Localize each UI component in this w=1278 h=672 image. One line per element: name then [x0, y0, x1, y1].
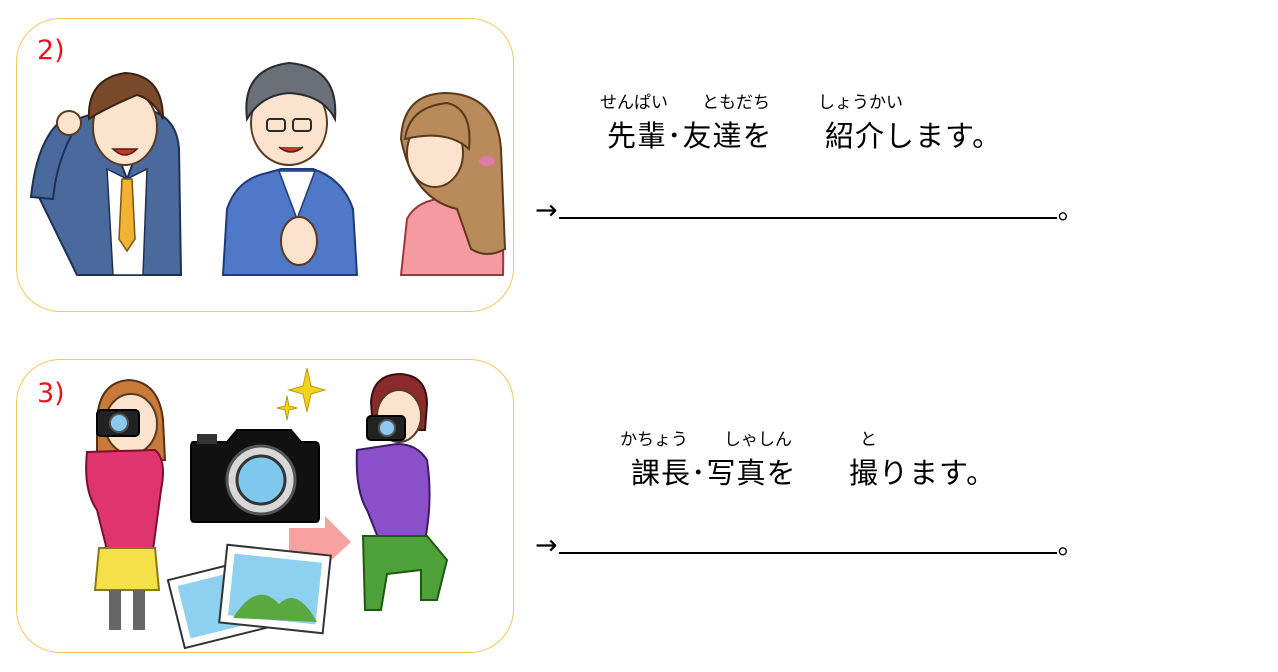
furigana-senpai: せんぱい — [600, 93, 668, 113]
photos-icon — [166, 543, 332, 650]
answer-line-2: →。 — [535, 188, 1085, 227]
illustration-introduce — [29, 61, 507, 276]
furigana-kachou: かちょう — [620, 430, 688, 450]
illustration-photograph — [85, 367, 449, 650]
exercise-card-3: 3) — [16, 359, 514, 653]
sentence-part-2: 撮ります。 — [849, 456, 997, 490]
answer-line-3: →。 — [535, 523, 1085, 562]
exercise-card-2: 2) — [16, 18, 514, 312]
man-scratching-head-icon — [29, 71, 183, 276]
woman-smiling-icon — [399, 91, 507, 276]
man-with-glasses-icon — [221, 61, 359, 276]
sentence-part-1: 先輩･友達を — [607, 119, 773, 153]
camera-icon — [190, 429, 320, 523]
kneeling-photographer-icon — [355, 372, 449, 611]
item-number: 3) — [37, 378, 65, 409]
furigana-shoukai: しょうかい — [818, 93, 903, 113]
period-glyph: 。 — [1057, 530, 1085, 561]
answer-blank[interactable] — [558, 536, 1057, 554]
sentence-part-1: 課長･写真を — [631, 456, 797, 490]
item-number: 2) — [37, 35, 65, 66]
period-glyph: 。 — [1057, 195, 1085, 226]
furigana-to: と — [860, 430, 877, 450]
arrow-glyph: → — [535, 195, 558, 226]
sentence-part-2: 紹介します。 — [825, 119, 1003, 153]
woman-with-camera-icon — [85, 378, 167, 630]
answer-blank[interactable] — [558, 201, 1057, 219]
arrow-glyph: → — [535, 530, 558, 561]
furigana-tomodachi: ともだち — [702, 93, 770, 113]
sparkle-icon — [276, 367, 327, 421]
furigana-shashin: しゃしん — [724, 430, 792, 450]
